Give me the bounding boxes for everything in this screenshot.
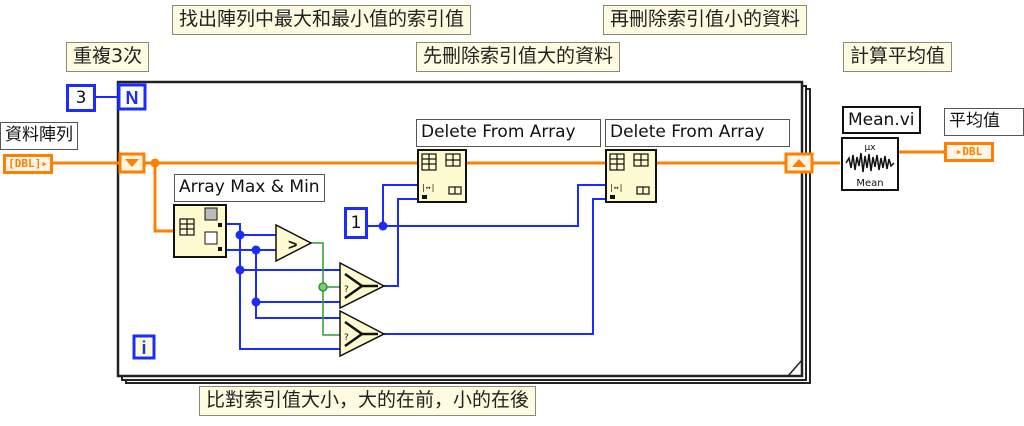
up-arrow-icon xyxy=(792,159,806,167)
array-wires xyxy=(52,150,944,233)
array-wire-junction xyxy=(150,158,160,168)
delete-from-array-node-1[interactable]: |↔| xyxy=(417,149,467,203)
length-constant[interactable]: 1 xyxy=(344,207,368,239)
down-arrow-icon xyxy=(125,159,139,167)
loop-count-constant[interactable]: 3 xyxy=(66,84,96,112)
min-icon xyxy=(204,231,218,245)
note-delete-small-next: 再刪除索引值小的資料 xyxy=(603,5,808,35)
wire-junction xyxy=(235,265,245,275)
delete-from-array-node-2[interactable]: |↔| xyxy=(605,149,657,203)
svg-text:?: ? xyxy=(344,285,349,295)
loop-count-terminal[interactable]: N xyxy=(117,83,147,111)
note-compare-order: 比對索引值大小，大的在前，小的在後 xyxy=(199,386,537,416)
input-array-terminal[interactable]: [DBL]▸ xyxy=(3,154,53,174)
array-icon xyxy=(421,153,462,195)
select-node-1[interactable]: ? xyxy=(339,261,386,310)
note-compute-mean: 計算平均值 xyxy=(843,42,953,72)
array-icon xyxy=(609,153,650,195)
numeric-wires xyxy=(96,96,606,350)
wire-junction xyxy=(378,221,388,231)
svg-text:?: ? xyxy=(344,333,349,343)
shift-register-left[interactable] xyxy=(118,152,146,174)
boolean-wire-junction xyxy=(318,282,328,292)
select-icon xyxy=(344,320,378,348)
svg-text:|↔|: |↔| xyxy=(609,183,623,192)
loop-count-letter: N xyxy=(126,88,139,108)
mean-symbol: μx xyxy=(864,143,876,153)
output-mean-terminal[interactable]: ▸DBL xyxy=(944,142,994,162)
delete-from-array-1-label: Delete From Array xyxy=(416,119,601,147)
greater-symbol: > xyxy=(288,237,297,254)
array-max-min-label: Array Max & Min xyxy=(174,174,325,202)
note-delete-large-first: 先刪除索引值大的資料 xyxy=(416,42,621,72)
svg-text:|↔|: |↔| xyxy=(421,183,435,192)
output-mean-type: DBL xyxy=(962,145,983,158)
wire-junction xyxy=(251,297,261,307)
greater-than-node[interactable]: > xyxy=(275,223,313,263)
mean-caption: Mean xyxy=(856,178,883,189)
iteration-terminal[interactable]: i xyxy=(132,334,156,360)
array-icon xyxy=(179,218,195,236)
select-icon xyxy=(344,272,378,300)
note-repeat-count: 重複3次 xyxy=(66,42,150,72)
input-array-label: 資料陣列 xyxy=(0,122,78,150)
iteration-letter: i xyxy=(141,338,146,358)
array-max-min-node[interactable] xyxy=(173,204,227,258)
input-array-type: DBL xyxy=(14,157,35,170)
delete-from-array-2-label: Delete From Array xyxy=(605,119,790,147)
wire-junction xyxy=(251,245,261,255)
note-find-max-min-index: 找出陣列中最大和最小值的索引值 xyxy=(172,5,472,35)
output-mean-label: 平均值 xyxy=(944,108,1024,136)
max-icon xyxy=(204,207,218,221)
wire-junction xyxy=(235,230,245,240)
mean-vi-node[interactable]: μx Mean xyxy=(841,137,899,191)
select-node-2[interactable]: ? xyxy=(339,309,386,358)
shift-register-right[interactable] xyxy=(784,152,814,174)
waveform-icon xyxy=(845,152,895,173)
mean-vi-label: Mean.vi xyxy=(842,106,921,134)
